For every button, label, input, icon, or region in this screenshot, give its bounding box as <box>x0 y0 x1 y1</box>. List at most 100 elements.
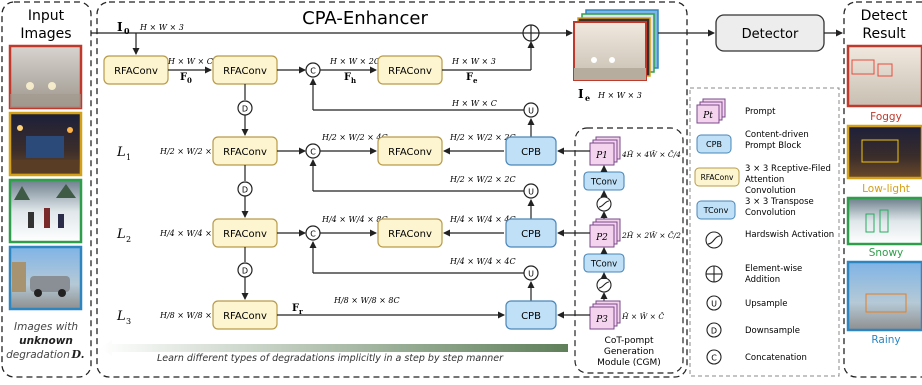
legend-label: Prompt <box>745 107 776 117</box>
dim-top-hw2c: H × W × 2C <box>329 57 380 66</box>
svg-text:U: U <box>528 188 534 197</box>
svg-text:C: C <box>310 67 316 76</box>
dim-l2-cat: H/4 × W/4 × 8C <box>321 215 388 224</box>
tconv-block: TConv <box>583 171 625 191</box>
fr-sub: r <box>299 307 303 316</box>
fr-label: F <box>292 303 299 314</box>
detector-label: Detector <box>742 27 799 42</box>
concat-symbol: C <box>305 143 321 159</box>
tconv-label: TConv <box>590 260 617 270</box>
result-image-lowlight <box>846 124 922 180</box>
result-caption-lowlight: Low-light <box>862 183 910 195</box>
concat-symbol: C <box>305 225 321 241</box>
cgm-title-line2: Generation <box>604 347 654 357</box>
legend-item-concatenation: C Concatenation <box>706 349 807 365</box>
cpb-block: CPB <box>505 136 557 166</box>
level-1-label: L <box>116 145 126 160</box>
legend-label: Hardswish Activation <box>745 230 835 240</box>
svg-text:D: D <box>242 105 248 114</box>
dim-l1-up: H/2 × W/2 × 2C <box>449 175 516 184</box>
rfaconv-block: RFAConv <box>377 218 443 248</box>
level-2-label: L <box>116 227 126 242</box>
cpb-label: CPB <box>521 147 541 158</box>
legend-item-upsample: U Upsample <box>706 295 788 311</box>
cpb-label: CPB <box>521 229 541 240</box>
rfaconv-label: RFAConv <box>114 66 158 77</box>
cgm-module: P1 4Ĥ × 4Ŵ × Ĉ/4 TConv P2 2Ĥ × 2 <box>557 127 684 374</box>
dim-l1-in: H/2 × W/2 × 2C <box>159 147 226 156</box>
cgm-title-line3: Module (CGM) <box>597 358 661 368</box>
concat-symbol: C <box>305 62 321 78</box>
p3-dim: Ĥ × Ŵ × Ĉ <box>621 312 664 321</box>
i0-sub: 0 <box>124 26 130 36</box>
result-title-line2: Result <box>862 26 906 42</box>
element-wise-addition-symbol <box>522 24 540 42</box>
rfaconv-label: RFAConv <box>388 66 432 77</box>
rfaconv-label: RFAConv <box>223 311 267 322</box>
legend-label: Downsample <box>745 326 800 336</box>
enhancer-title: CPA-Enhancer <box>302 8 428 29</box>
legend-item-rfaconv: RFAConv 3 × 3 Rceptive-Filed Attention C… <box>694 164 831 194</box>
legend-symbol: RFAConv <box>701 173 734 182</box>
level-3-label: L <box>116 309 126 324</box>
input-title-line1: Input <box>28 8 65 24</box>
prompt-p2: P2 <box>589 218 621 248</box>
p1-dim: 4Ĥ × 4Ŵ × Ĉ/4 <box>621 150 681 159</box>
legend-label: Element-wise Addition <box>745 264 803 285</box>
result-caption-foggy: Foggy <box>870 111 902 123</box>
p2-dim: 2Ĥ × 2Ŵ × Ĉ/2 <box>621 231 681 240</box>
enhanced-image-stack <box>573 9 659 81</box>
dim-l2-in: H/4 × W/4 × 4C <box>159 229 226 238</box>
legend-symbol: Pt <box>702 111 713 121</box>
rfaconv-block: RFAConv <box>377 55 443 85</box>
rfaconv-block: RFAConv <box>212 55 278 85</box>
legend-item-tconv: TConv 3 × 3 Transpose Convolution <box>696 197 814 220</box>
input-panel: Input Images Imag <box>1 1 92 378</box>
dim-l1-out: H/2 × W/2 × 2C <box>449 133 516 142</box>
rfaconv-block: RFAConv <box>212 218 278 248</box>
input-title-line2: Images <box>20 26 71 42</box>
dim-l2-up: H/4 × W/4 × 4C <box>449 257 516 266</box>
result-panel-border <box>843 1 922 378</box>
dim-top-hw3: H × W × 3 <box>451 57 496 66</box>
enhancer-panel-border <box>96 1 688 378</box>
legend-item-addition: Element-wise Addition <box>705 264 803 285</box>
enhancer-panel: CPA-Enhancer I 0 H × W × 3 RFAConv H × W… <box>91 1 688 378</box>
prompt-p3: P3 <box>589 300 621 330</box>
rfaconv-block: RFAConv <box>212 136 278 166</box>
result-caption-rainy: Rainy <box>871 334 900 346</box>
plus-circle-icon <box>705 265 723 283</box>
hardswish-icon <box>705 231 723 249</box>
input-image-foggy <box>8 44 83 110</box>
banner-arrow <box>100 340 568 356</box>
level-2-sub: 2 <box>126 235 131 244</box>
ie-label: I <box>578 87 584 101</box>
downsample-symbol: D <box>237 100 253 116</box>
banner-text: Learn different types of degradations im… <box>157 353 504 364</box>
legend-item-cpb: CPB Content-driven Prompt Block <box>696 130 809 154</box>
legend-border <box>689 87 840 377</box>
legend-item-prompt: Pt Prompt <box>696 98 776 124</box>
ie-dim: H × W × 3 <box>597 91 642 100</box>
level-1-sub: 1 <box>126 153 131 162</box>
prompt-p1: P1 <box>589 136 621 166</box>
rfaconv-label: RFAConv <box>223 147 267 158</box>
fh-sub: h <box>351 76 356 85</box>
fh-label: F <box>344 72 351 83</box>
cgm-border <box>574 127 684 374</box>
i0-dim: H × W × 3 <box>139 23 184 32</box>
tconv-label: TConv <box>590 178 617 188</box>
input-panel-border <box>1 1 92 378</box>
result-image-snowy <box>846 196 922 246</box>
rfaconv-label: RFAConv <box>223 229 267 240</box>
f0-sub: 0 <box>187 76 192 85</box>
rfaconv-block: RFAConv <box>103 55 169 85</box>
svg-text:D: D <box>242 267 248 276</box>
svg-text:U: U <box>528 107 534 116</box>
downsample-symbol: D <box>237 262 253 278</box>
rfaconv-label: RFAConv <box>388 147 432 158</box>
dim-l1-cat: H/2 × W/2 × 4C <box>321 133 388 142</box>
cpb-block: CPB <box>505 300 557 330</box>
dim-l2-out: H/4 × W/4 × 4C <box>449 215 516 224</box>
